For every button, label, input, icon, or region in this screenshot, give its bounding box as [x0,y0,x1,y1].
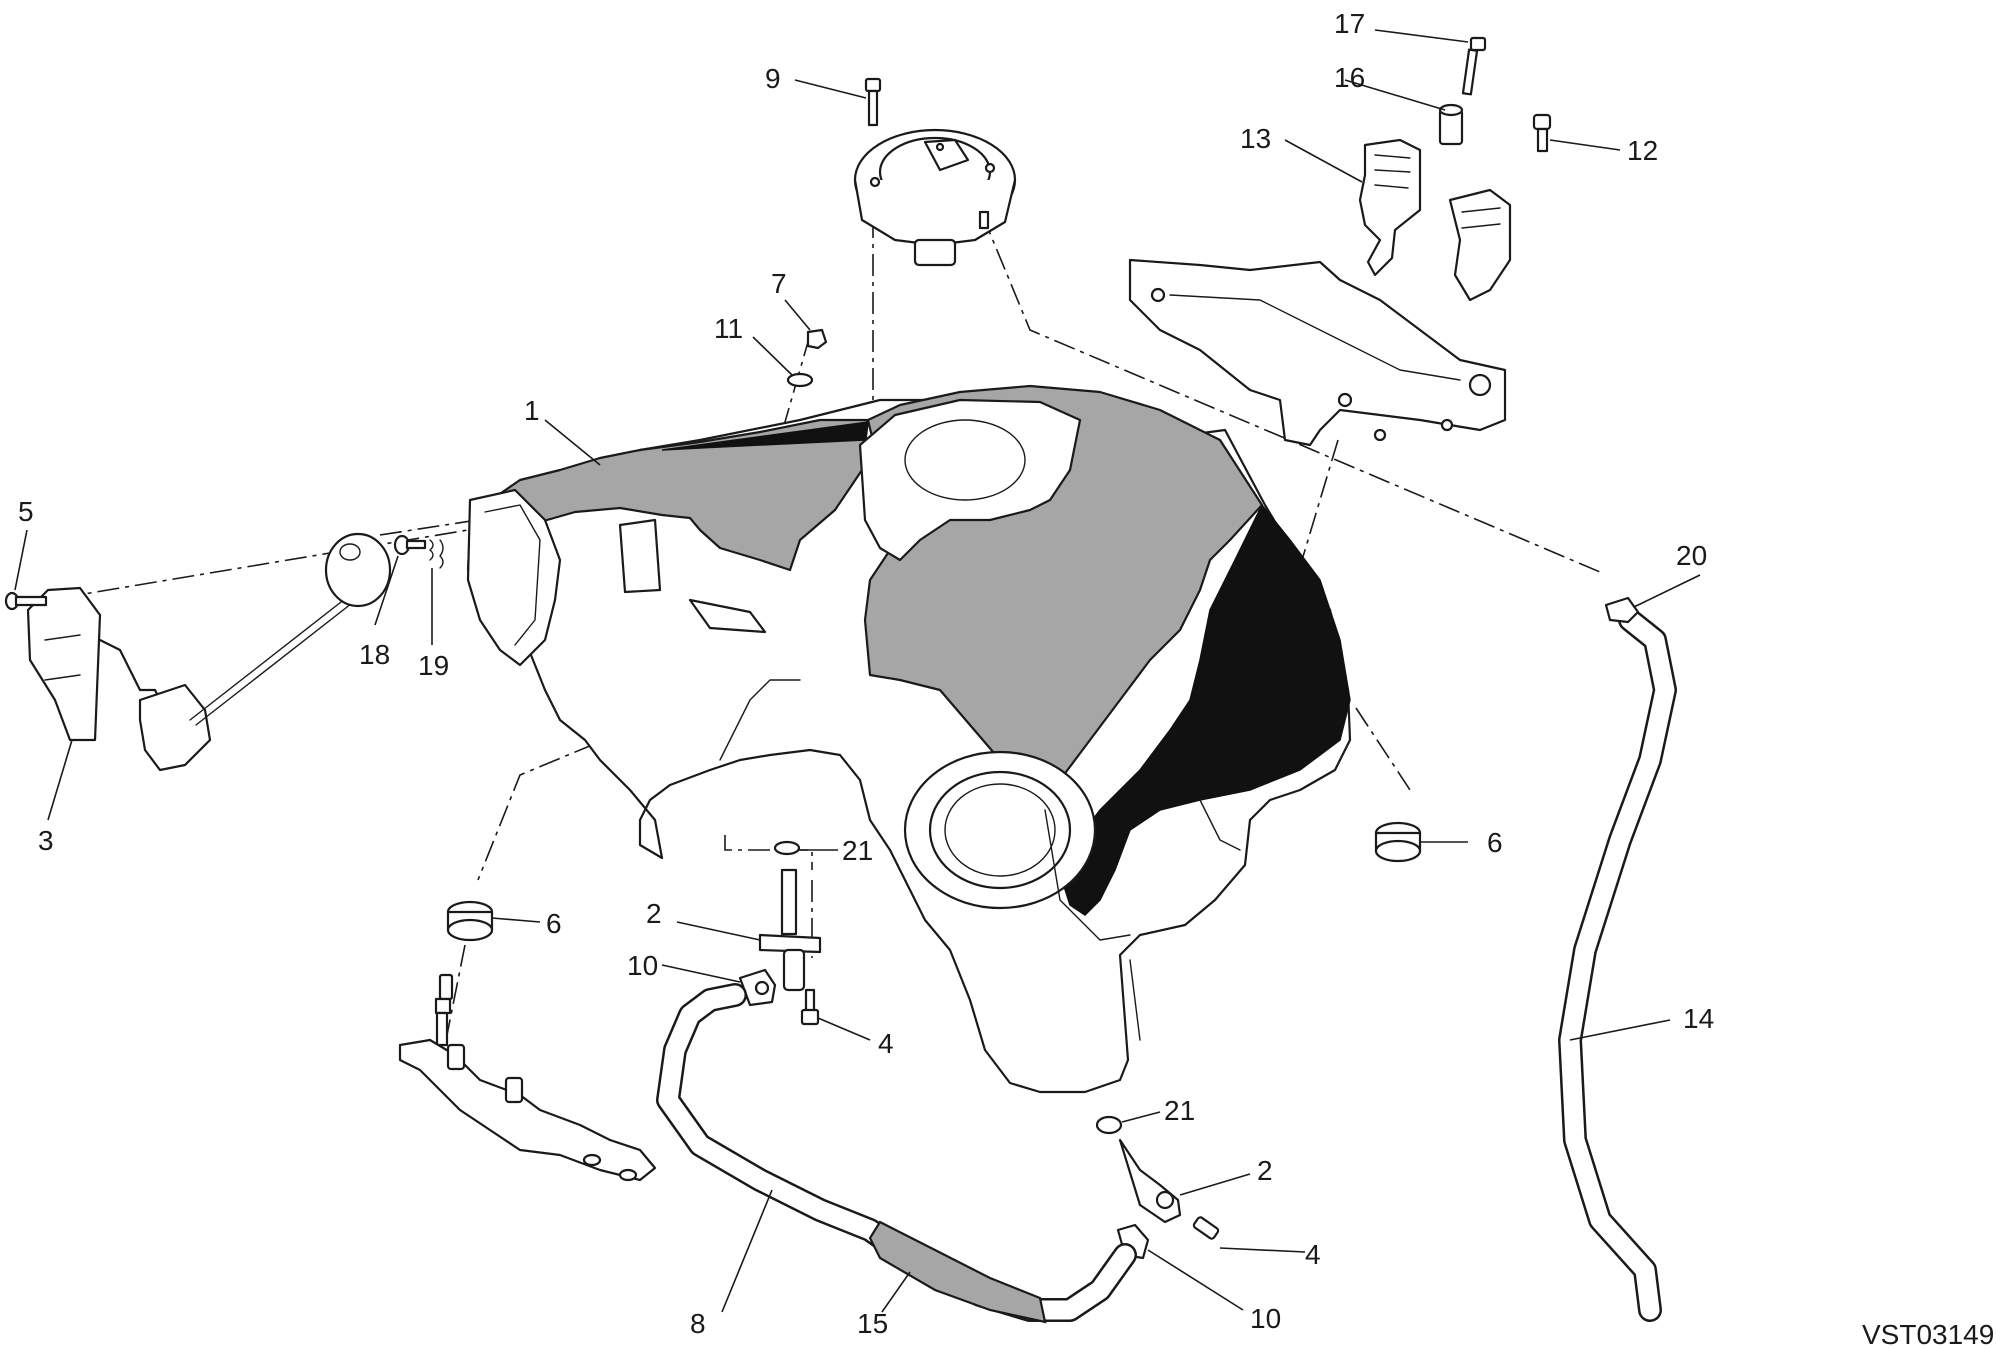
callout-21-bottom: 21 [1164,1095,1195,1126]
drawing-code: VST03149 [1862,1319,1994,1350]
callout-13: 13 [1240,123,1271,154]
leader-lines [14,29,1701,1313]
connector-20 [1604,596,1640,624]
fuel-tap-right [1118,1138,1182,1224]
screw-4-right [1192,1216,1220,1240]
breather-hose-14 [1558,608,1677,1322]
stud [434,973,454,1047]
callout-17: 17 [1334,8,1365,39]
callout-21-top: 21 [842,835,873,866]
callout-3: 3 [38,825,54,856]
screw-17 [1461,36,1487,96]
callout-16: 16 [1334,62,1365,93]
screw-4-left [800,988,820,1026]
nut-7 [806,328,828,350]
fuel-tank [466,384,1352,1094]
washer-16 [1438,103,1464,146]
fuel-tap-left [758,840,822,992]
callout-5: 5 [18,496,34,527]
callout-15: 15 [857,1308,888,1339]
clip-19 [429,539,444,569]
screw-18 [393,534,427,556]
mounting-bracket [1128,138,1512,447]
callout-20: 20 [1676,540,1707,571]
o-ring-21-right [1095,1115,1123,1135]
callout-2-left: 2 [646,898,662,929]
screw-12 [1532,113,1552,153]
callout-9: 9 [765,63,781,94]
hose-sleeve-15 [868,1220,1047,1324]
callout-10-left: 10 [627,950,658,981]
screw-9 [864,77,882,127]
callout-11: 11 [714,313,743,344]
callout-8: 8 [690,1308,706,1339]
lower-bracket [398,1038,657,1182]
callout-labels: 17 16 13 12 9 7 11 1 5 18 19 3 20 6 6 21… [18,8,1994,1350]
callout-10-right: 10 [1250,1303,1281,1334]
fuel-level-sensor [26,532,392,772]
clamp-10-left [738,968,777,1007]
callout-18: 18 [359,639,390,670]
rubber-mount-6-left [446,900,494,942]
callout-1: 1 [524,395,540,426]
filler-cap [853,128,1017,267]
callout-4-right: 4 [1305,1239,1321,1270]
callout-4-left: 4 [878,1028,894,1059]
callout-6-left: 6 [546,908,562,939]
hose-8 [656,983,1137,1322]
washer-11 [786,372,814,388]
callout-12: 12 [1627,135,1658,166]
callout-6-right: 6 [1487,827,1503,858]
screw-5 [4,591,48,611]
callout-19: 19 [418,650,449,681]
callout-2-right: 2 [1257,1155,1273,1186]
callout-14: 14 [1683,1003,1714,1034]
rubber-mount-6-right [1374,821,1422,863]
callout-7: 7 [771,268,787,299]
